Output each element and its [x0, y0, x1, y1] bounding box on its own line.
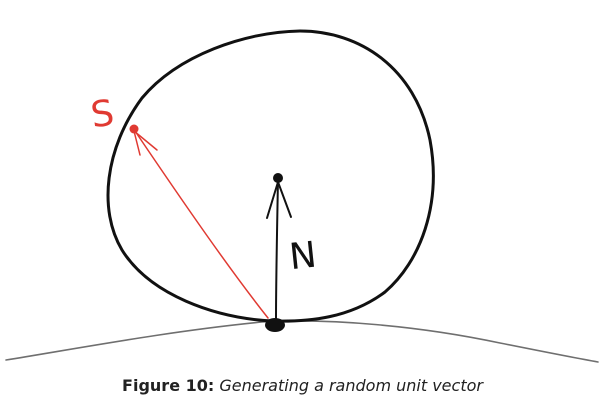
figure-caption-label: Figure 10:	[122, 376, 215, 395]
random-vector-arrowhead	[133, 130, 158, 156]
sample-point-label: S	[88, 93, 116, 137]
figure-caption: Figure 10: Generating a random unit vect…	[0, 376, 605, 395]
surface-hit-point	[265, 318, 285, 332]
sphere-center-point	[273, 173, 283, 183]
sample-point	[129, 124, 139, 134]
figure-caption-text: Generating a random unit vector	[219, 376, 483, 395]
ground-surface	[5, 320, 599, 363]
normal-vector-arrowhead	[266, 181, 292, 219]
hand-drawn-diagram: S N	[5, 29, 599, 363]
normal-vector-line	[275, 177, 279, 321]
random-vector-line	[134, 130, 269, 319]
normal-label: N	[287, 235, 318, 279]
unit-sphere	[106, 29, 435, 323]
